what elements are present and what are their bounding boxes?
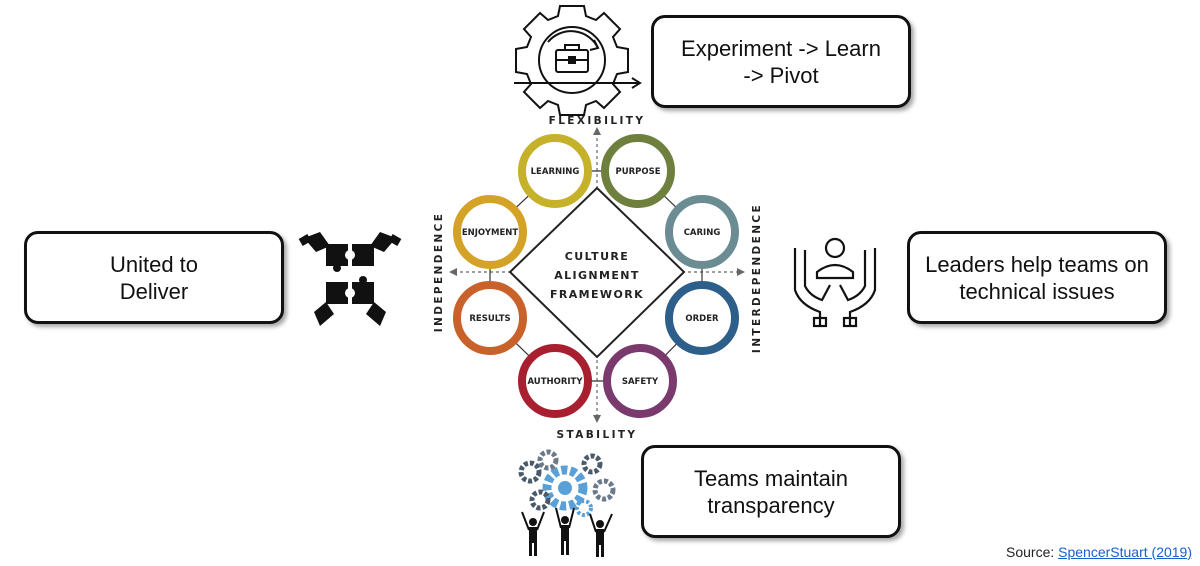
callout-line: Deliver <box>119 278 189 304</box>
callout-line: United to <box>109 251 199 277</box>
callout-line: technical issues <box>959 278 1115 304</box>
style-ring-label: ENJOYMENT <box>462 228 519 238</box>
center-title-line-1: CULTURE <box>565 250 629 263</box>
callout-line: Leaders help teams on <box>925 251 1149 277</box>
style-ring-caring: CARING <box>665 195 739 269</box>
style-ring-label: LEARNING <box>531 167 580 177</box>
center-title-line-2: ALIGNMENT <box>554 269 640 282</box>
style-ring-order: ORDER <box>665 281 739 355</box>
style-ring-enjoyment: ENJOYMENT <box>453 195 527 269</box>
axis-label-bottom: STABILITY <box>557 429 638 441</box>
style-ring-circle <box>603 344 677 418</box>
callout-teams-maintain-transparency: Teams maintain transparency <box>641 445 901 538</box>
axis-label-left: INDEPENDENCE <box>433 212 445 333</box>
callout-leaders-help-teams: Leaders help teams on technical issues <box>907 231 1167 324</box>
axis-arrowheads <box>449 127 745 423</box>
style-ring-purpose: PURPOSE <box>601 134 675 208</box>
team-gears-icon <box>518 449 616 557</box>
style-ring-results: RESULTS <box>453 281 527 355</box>
callout-line: Teams maintain <box>693 465 849 491</box>
callout-line: Experiment -> Learn <box>681 35 881 61</box>
supporting-hands-icon <box>793 237 877 328</box>
source-citation: Source: SpencerStuart (2019) <box>1006 544 1192 560</box>
style-ring-learning: LEARNING <box>518 134 592 208</box>
source-link[interactable]: SpencerStuart (2019) <box>1058 544 1192 560</box>
source-prefix: Source: <box>1006 544 1059 560</box>
style-ring-label: RESULTS <box>469 314 510 324</box>
style-ring-label: CARING <box>684 228 721 238</box>
center-title-line-3: FRAMEWORK <box>550 288 644 301</box>
style-ring-authority: AUTHORITY <box>518 344 592 418</box>
style-ring-circle <box>665 281 739 355</box>
style-ring-circle <box>665 195 739 269</box>
style-ring-circle <box>601 134 675 208</box>
style-ring-circle <box>518 134 592 208</box>
style-ring-safety: SAFETY <box>603 344 677 418</box>
style-ring-label: ORDER <box>685 314 719 324</box>
callout-united-to-deliver: United to Deliver <box>24 231 284 324</box>
style-ring-circle <box>453 281 527 355</box>
style-ring-label: SAFETY <box>622 377 659 387</box>
puzzle-hands-icon <box>298 232 402 326</box>
callout-line: -> Pivot <box>743 62 819 88</box>
style-ring-circle <box>518 344 592 418</box>
axis-label-right: INTERDEPENDENCE <box>751 203 763 353</box>
framework-diamond <box>508 186 686 359</box>
gear-briefcase-icon <box>514 5 642 116</box>
style-ring-label: AUTHORITY <box>527 377 583 387</box>
style-ring-label: PURPOSE <box>615 167 660 177</box>
callout-experiment-learn-pivot: Experiment -> Learn -> Pivot <box>651 15 911 108</box>
style-ring-circle <box>453 195 527 269</box>
callout-line: transparency <box>707 492 835 518</box>
axis-label-top: FLEXIBILITY <box>549 115 646 127</box>
